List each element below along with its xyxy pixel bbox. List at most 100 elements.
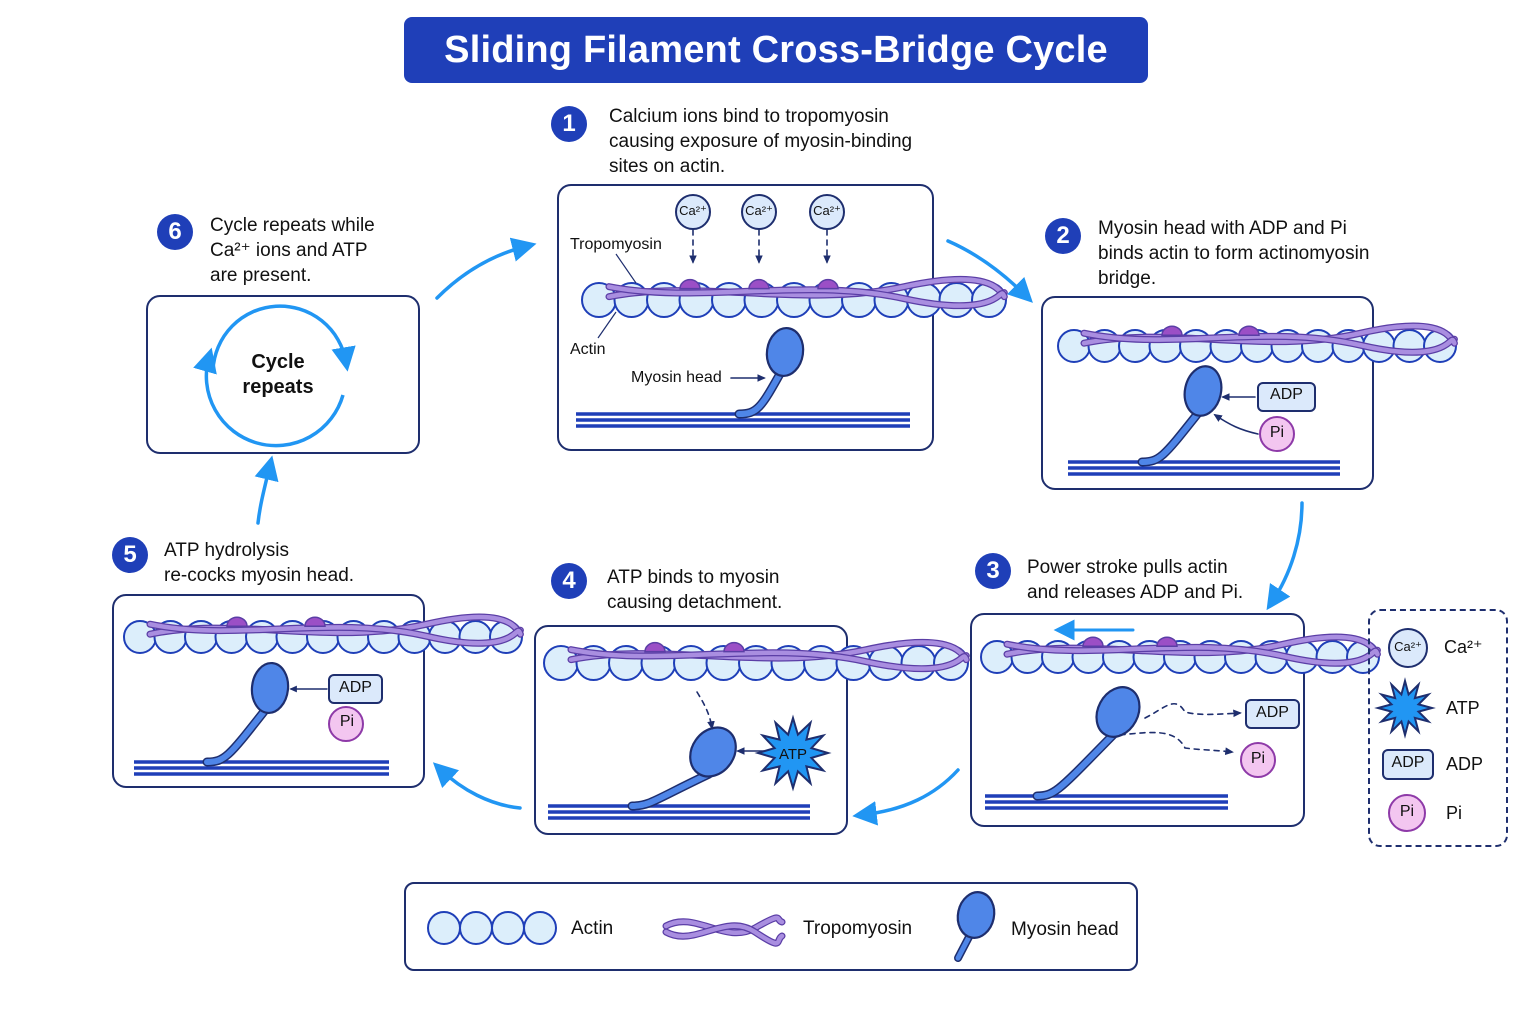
myosin-head <box>956 891 996 939</box>
ca-ion-2 <box>741 194 777 230</box>
myosin-neck <box>204 706 269 765</box>
myosin-neck <box>1034 731 1117 799</box>
myosin-thick-filament-step3 <box>985 794 1228 810</box>
troponin-bump <box>748 278 770 290</box>
myosin-thick-filament-step2 <box>1068 460 1340 476</box>
tropomyosin-strand <box>605 275 1008 310</box>
legend-actin-icon <box>427 911 557 945</box>
step-3-badge: 3 <box>975 553 1011 589</box>
pi-release-arrow <box>1119 731 1234 756</box>
legend-atp-label: ATP <box>1446 698 1480 718</box>
cycle-arc-bottom <box>193 347 345 448</box>
adp-label-step2: ADP <box>1270 386 1303 403</box>
legend-tropomyosin-icon <box>662 914 786 947</box>
myosin-step1 <box>734 327 805 419</box>
tropomyosin-strand <box>1003 633 1381 667</box>
diagram-title: Sliding Filament Cross-Bridge Cycle <box>444 28 1108 71</box>
actin-bead <box>458 620 493 654</box>
tropomyosin-fill <box>147 621 523 646</box>
adp-release-arrow <box>1144 702 1242 719</box>
myosin-step5 <box>202 661 290 767</box>
adp-label-step5: ADP <box>339 679 372 696</box>
legend-ca-label: Ca²⁺ <box>1444 637 1483 657</box>
myosin-step2 <box>1137 365 1223 467</box>
pi-molecule-step5 <box>328 706 364 742</box>
panel-step-1 <box>557 184 934 451</box>
actin-bead <box>1392 329 1427 363</box>
tropomyosin-fill <box>1081 330 1457 355</box>
arrow-step5-to-step6 <box>254 455 279 525</box>
actin-label: Actin <box>570 341 606 358</box>
structure-legend <box>404 882 1138 971</box>
adp-label-step3: ADP <box>1256 704 1289 721</box>
panel-step-6 <box>146 295 420 454</box>
pi-binding-arrow <box>1213 413 1259 435</box>
troponin-bump <box>679 278 701 290</box>
troponin-bump <box>304 616 326 627</box>
adp-molecule-step5 <box>328 674 383 704</box>
legend-adp-icon <box>1382 749 1434 780</box>
molecule-legend <box>1368 609 1508 847</box>
adp-molecule-step3 <box>1245 699 1300 729</box>
actin-label-leader <box>597 311 617 339</box>
pi-molecule-step3 <box>1240 742 1276 778</box>
legend-pi-icon-label: Pi <box>1399 803 1415 820</box>
adp-molecule-step2 <box>1257 382 1316 412</box>
myosin-head <box>765 327 805 377</box>
actin-bead <box>1315 640 1350 674</box>
arrow-step3-to-step4 <box>852 768 960 826</box>
atp-molecule-step4 <box>754 714 832 792</box>
actin-bead <box>523 911 557 945</box>
myosin-step3 <box>1032 686 1141 801</box>
troponin-bump <box>1238 325 1260 336</box>
troponin-bump <box>1161 325 1183 336</box>
myosin-head <box>1183 365 1223 417</box>
troponin-bump <box>723 641 745 653</box>
tropomyosin-strand <box>146 613 524 647</box>
actin-filament-step5 <box>123 613 524 654</box>
legend-ca-icon-label: Ca²⁺ <box>1394 639 1422 654</box>
actin-filament-step3 <box>980 633 1381 674</box>
ca-ion-1 <box>675 194 711 230</box>
title-banner: Sliding Filament Cross-Bridge Cycle <box>404 17 1148 83</box>
tropomyosin-strand <box>567 638 970 673</box>
myosin-thick-filament-step5 <box>134 760 389 776</box>
legend-myosin-icon <box>954 891 996 962</box>
ca-ion-2-label: Ca²⁺ <box>745 203 773 218</box>
legend-pi-icon <box>1388 794 1426 832</box>
legend-adp-label: ADP <box>1446 754 1484 774</box>
troponin-bump <box>1082 636 1104 647</box>
legend-pi-label: Pi <box>1446 803 1463 823</box>
legend-atp-icon <box>1374 677 1436 739</box>
troponin-bump <box>1156 636 1178 647</box>
tropomyosin-fill <box>606 284 1007 308</box>
myosin-head <box>689 726 737 778</box>
legend-tropomyosin-label: Tropomyosin <box>803 918 913 939</box>
cycle-arc-top <box>211 304 356 372</box>
myosin-neck <box>955 932 973 961</box>
myosin-neck <box>629 771 712 809</box>
tropomyosin-label-leader <box>615 253 637 284</box>
tropomyosin-strand <box>1080 322 1458 356</box>
actin-filament-step2 <box>1057 322 1458 363</box>
arrow-step2-to-step3 <box>1266 501 1304 611</box>
ca-ion-1-label: Ca²⁺ <box>679 203 707 218</box>
legend-myosin-label: Myosin head <box>1011 919 1119 940</box>
detachment-dashed-line <box>696 691 715 730</box>
myosin-neck <box>1139 409 1202 465</box>
ca-ion-3-label: Ca²⁺ <box>813 203 841 218</box>
actin-filament-step4 <box>543 638 970 681</box>
step-4-badge: 4 <box>551 563 587 599</box>
myosin-step4 <box>627 726 737 811</box>
troponin-bump <box>644 641 666 653</box>
troponin-bump <box>817 278 839 290</box>
myosin-head <box>250 661 290 715</box>
arrow-step6-to-step1 <box>435 237 537 300</box>
